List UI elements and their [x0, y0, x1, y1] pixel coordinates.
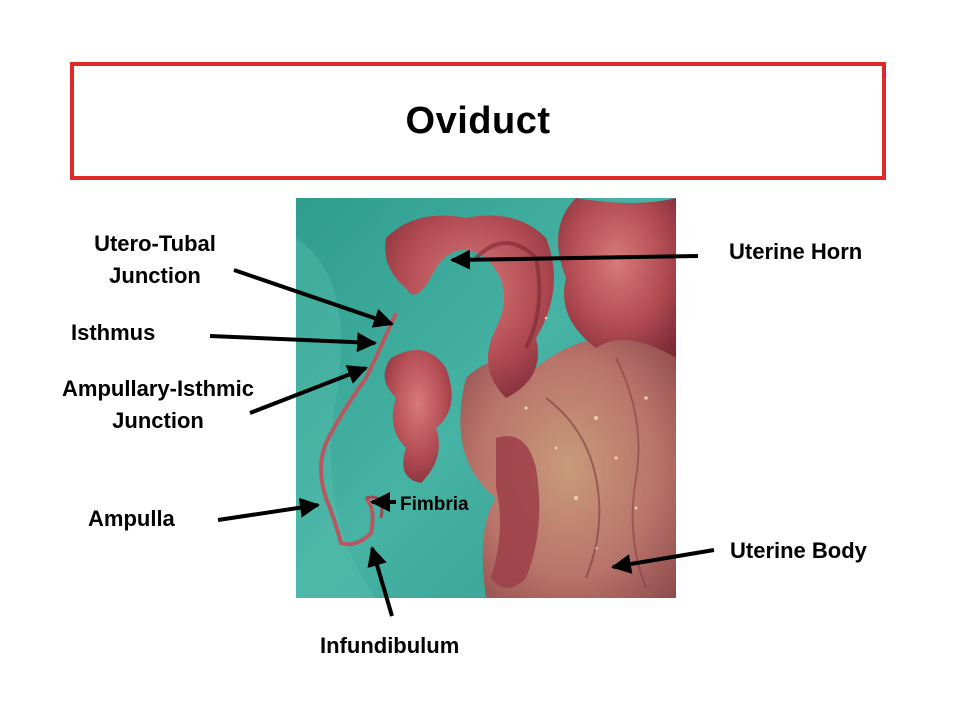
label-utero-tubal-line2: Junction: [109, 263, 201, 288]
label-ampulla: Ampulla: [88, 506, 175, 531]
label-utero-tubal-line1: Utero-Tubal: [94, 231, 216, 256]
label-fimbria: Fimbria: [400, 494, 469, 515]
label-ampullary-isthmic-junction: Ampullary-Isthmic Junction: [40, 373, 276, 437]
label-utero-tubal-junction: Utero-Tubal Junction: [78, 228, 232, 292]
specimen-photo: [296, 198, 676, 598]
label-uterine-horn: Uterine Horn: [729, 239, 863, 264]
title-box: Oviduct: [70, 62, 886, 180]
page-title: Oviduct: [405, 99, 551, 142]
label-infundibulum: Infundibulum: [320, 633, 460, 658]
label-uterine-body: Uterine Body: [730, 538, 867, 563]
label-isthmus: Isthmus: [71, 320, 156, 345]
label-ampullary-line2: Junction: [112, 408, 204, 433]
label-ampullary-line1: Ampullary-Isthmic: [62, 376, 254, 401]
